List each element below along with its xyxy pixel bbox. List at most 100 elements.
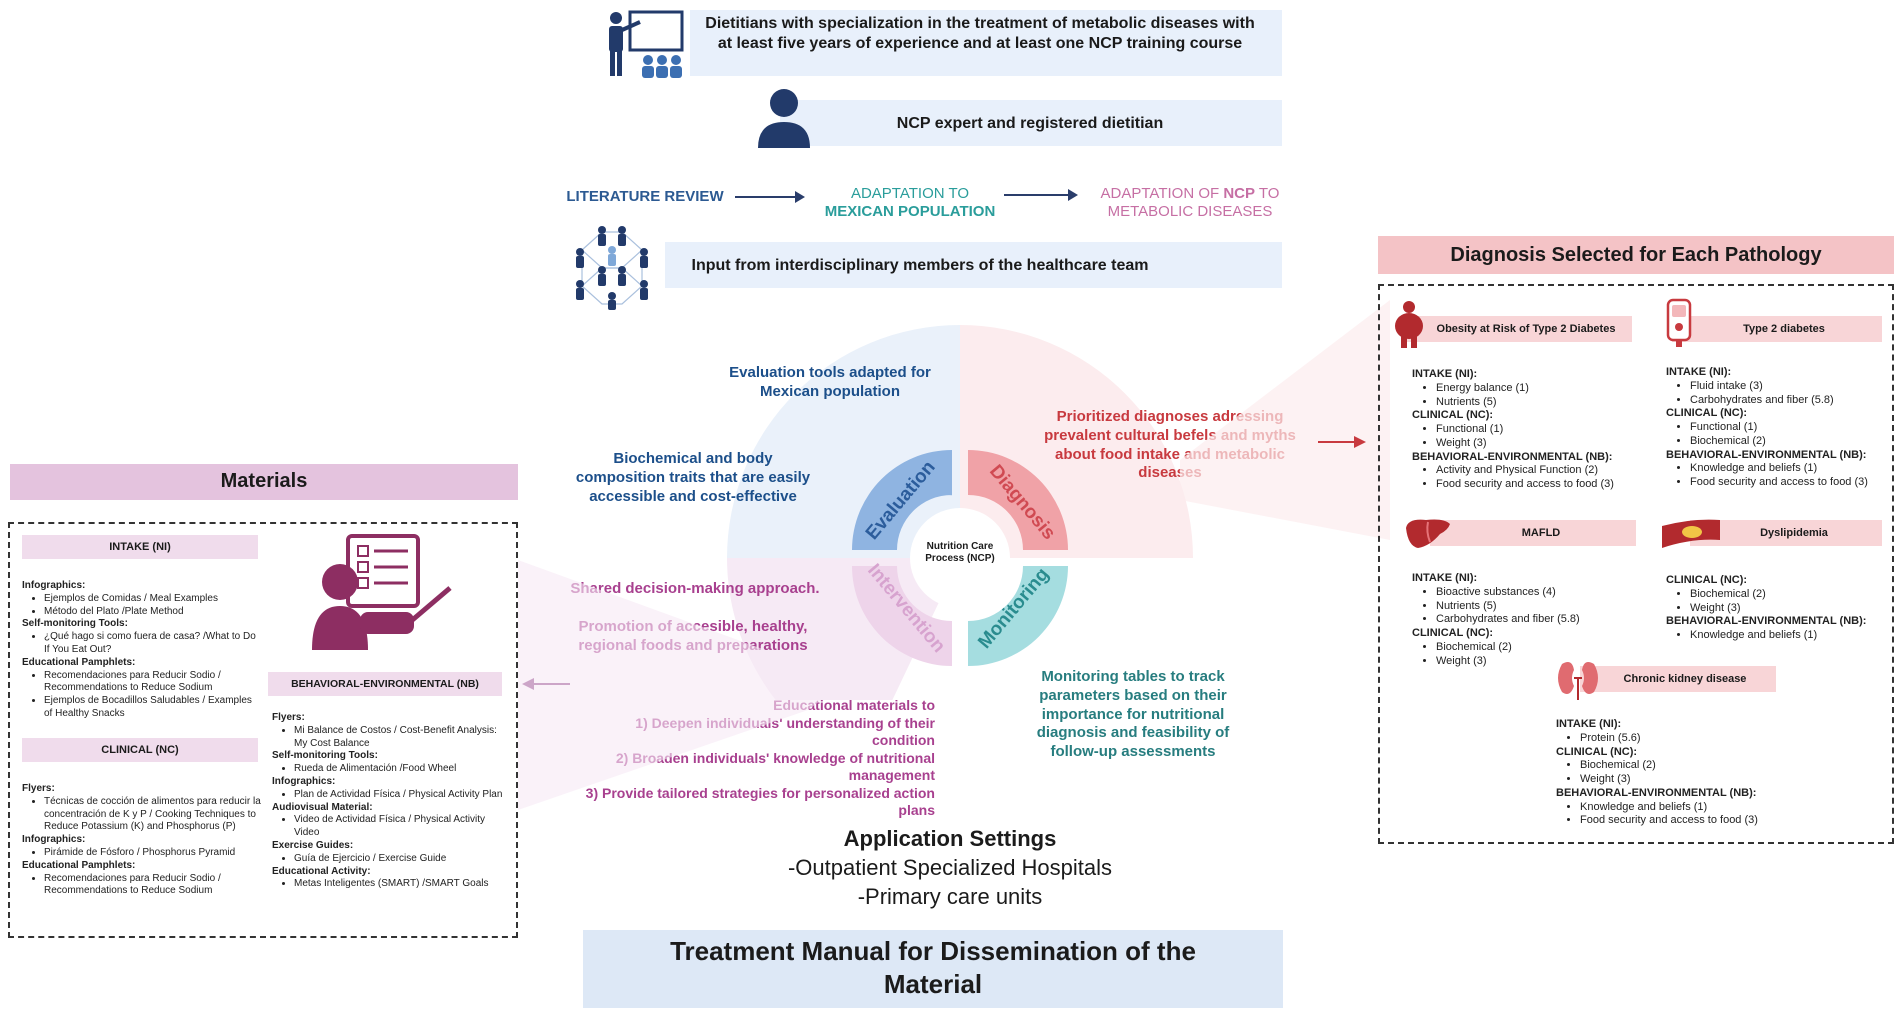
dx-obesity-content: INTAKE (NI): Energy balance (1)Nutrients…: [1412, 368, 1638, 492]
flow-arrow-2: [1004, 189, 1078, 201]
dx-t2d-behav-label: BEHAVIORAL-ENVIRONMENTAL (NB):: [1666, 448, 1867, 461]
mat-beh-selfmon-0: Rueda de Alimentación /Food Wheel: [294, 763, 504, 776]
dx-dysl-behav-0: Knowledge and beliefs (1): [1690, 629, 1888, 643]
dx-t2d-clin-label: CLINICAL (NC):: [1666, 407, 1748, 420]
manual-bar: [583, 930, 1283, 1008]
dx-mafld-intake-1: Nutrients (5): [1436, 600, 1642, 614]
team-network-icon: [576, 226, 648, 310]
note-edu-l4: 3) Provide tailored strategies for perso…: [585, 784, 935, 819]
kidney-icon: [1558, 662, 1598, 700]
input-bar: [665, 242, 1282, 288]
dx-mafld-intake-label: INTAKE (NI):: [1412, 572, 1478, 584]
flow-step2-b: MEXICAN POPULATION: [824, 203, 996, 220]
mat-intake-pamph-0: Recomendaciones para Reducir Sodio / Rec…: [44, 670, 262, 696]
dx-ckd-clin-1: Weight (3): [1580, 773, 1796, 787]
mat-beh-av-label: Audiovisual Material:: [272, 801, 373, 813]
flow-adaptation-mexican: ADAPTATION TO MEXICAN POPULATION: [800, 185, 1020, 221]
dx-t2d-intake-0: Fluid intake (3): [1690, 380, 1888, 394]
dx-dysl-clin-0: Biochemical (2): [1690, 588, 1888, 602]
dx-ckd-content: INTAKE (NI): Protein (5.6) CLINICAL (NC)…: [1556, 718, 1796, 828]
flow-literature-review: LITERATURE REVIEW: [566, 188, 724, 205]
flow-step3-line1: ADAPTATION OF NCP TO: [1085, 185, 1295, 203]
obese-person-icon: [1395, 301, 1423, 348]
dx-mafld-clin-label: CLINICAL (NC):: [1412, 627, 1494, 639]
dx-mafld-clin-0: Biochemical (2): [1436, 641, 1642, 655]
dx-ob-behav-label: BEHAVIORAL-ENVIRONMENTAL (NB):: [1412, 450, 1613, 463]
mat-intake-pamph-label: Educational Pamphlets:: [22, 656, 136, 668]
diagnosis-title: Diagnosis Selected for Each Pathology: [1450, 244, 1822, 266]
flow-arrow-1: [735, 191, 805, 203]
dx-ob-intake-1: Nutrients (5): [1436, 396, 1638, 410]
flow-adaptation-ncp: ADAPTATION OF NCP TO METABOLIC DISEASES: [1085, 185, 1295, 221]
wedge-to-diagnosis: [1180, 300, 1390, 540]
liver-icon: [1406, 519, 1450, 548]
mat-beh-inf-label: Infographics:: [272, 775, 336, 787]
dx-ob-intake-0: Energy balance (1): [1436, 382, 1638, 396]
dx-ob-clin-0: Functional (1): [1436, 423, 1638, 437]
dx-ckd-clin-0: Biochemical (2): [1580, 759, 1796, 773]
dx-t2d-pill: Type 2 diabetes: [1672, 316, 1882, 342]
wedge-to-materials: [518, 560, 848, 810]
application-settings: Application Settings -Outpatient Special…: [680, 826, 1220, 910]
mat-beh-flyer-0: Mi Balance de Costos / Cost-Benefit Anal…: [294, 725, 504, 751]
mat-intake-inf-label: Infographics:: [22, 580, 86, 591]
mat-beh-selfmon-label: Self-monitoring Tools:: [272, 750, 378, 762]
wheel-diagnosis: [968, 450, 1068, 550]
note-eval-biochemical: Biochemical and body composition traits …: [575, 450, 811, 505]
mat-beh-act-0: Metas Inteligentes (SMART) /SMART Goals: [294, 878, 504, 891]
dx-obesity-pill: Obesity at Risk of Type 2 Diabetes: [1406, 316, 1632, 342]
expert-text: NCP expert and registered dietitian: [896, 115, 1164, 132]
settings-line2: -Primary care units: [857, 884, 1043, 909]
dx-t2d-clin-1: Biochemical (2): [1690, 435, 1888, 449]
materials-box: [8, 522, 518, 938]
dx-ob-clin-1: Weight (3): [1436, 437, 1638, 451]
dx-ob-behav-0: Activity and Physical Function (2): [1436, 464, 1638, 478]
teacher-icon: [609, 10, 684, 78]
mat-intake-pamph-1: Ejemplos de Bocadillos Saludables / Exam…: [44, 695, 262, 721]
materials-intake-pill: INTAKE (NI): [22, 535, 258, 559]
flow-step3-b: TO: [1255, 185, 1280, 202]
mat-beh-ex-label: Exercise Guides:: [272, 839, 354, 851]
materials-clinical-pill: CLINICAL (NC): [22, 738, 258, 762]
dx-ckd-behav-0: Knowledge and beliefs (1): [1580, 801, 1796, 815]
person-icon: [758, 89, 810, 148]
mat-beh-act-label: Educational Activity:: [272, 865, 371, 877]
dx-ckd-behav-label: BEHAVIORAL-ENVIRONMENTAL (NB):: [1556, 786, 1757, 799]
flow-step2-a: ADAPTATION TO: [850, 185, 970, 202]
mat-intake-inf-0: Ejemplos de Comidas / Meal Examples: [44, 593, 262, 606]
ncp-wheel: Evaluation Diagnosis Intervention Monito…: [727, 325, 1193, 700]
materials-behavioral-content: Flyers: Mi Balance de Costos / Cost-Bene…: [272, 712, 504, 891]
mat-intake-inf-1: Método del Plato /Plate Method: [44, 606, 262, 619]
wheel-center: [910, 508, 1010, 608]
settings-line1: -Outpatient Specialized Hospitals: [787, 855, 1113, 880]
note-eval-tools: Evaluation tools adapted for Mexican pop…: [729, 364, 931, 400]
settings-title: Application Settings: [843, 826, 1057, 851]
materials-clinical-content: Flyers: Técnicas de cocción de alimentos…: [22, 783, 262, 898]
dietitians-bar: [690, 10, 1282, 76]
flow-step3-ncp: NCP: [1223, 185, 1255, 202]
dx-mafld-intake-0: Bioactive substances (4): [1436, 586, 1642, 600]
dx-ob-behav-1: Food security and access to food (3): [1436, 478, 1638, 492]
dx-dysl-behav-label: BEHAVIORAL-ENVIRONMENTAL (NB):: [1666, 615, 1867, 628]
dx-ckd-behav-1: Food security and access to food (3): [1580, 814, 1796, 828]
wheel-intervention: [852, 566, 952, 666]
materials-intake-content: Infographics: Ejemplos de Comidas / Meal…: [22, 580, 262, 721]
glucometer-icon: [1666, 298, 1692, 347]
dx-ob-clin-label: CLINICAL (NC):: [1412, 409, 1494, 422]
expert-bar: [780, 100, 1282, 146]
diagnosis-box: [1378, 284, 1894, 844]
manual-text: Treatment Manual for Dissemination of th…: [670, 936, 1196, 999]
dx-ob-intake-label: INTAKE (NI):: [1412, 368, 1478, 380]
dietitians-text: Dietitians with specialization in the tr…: [705, 15, 1255, 52]
mat-clin-inf-label: Infographics:: [22, 834, 86, 846]
mat-clin-flyer-0: Técnicas de cocción de alimentos para re…: [44, 796, 262, 834]
mat-intake-selfmon-label: Self-monitoring Tools:: [22, 618, 128, 630]
materials-title: Materials: [220, 470, 308, 492]
wheel-evaluation: [852, 450, 952, 550]
mat-beh-av-0: Video de Actividad Física / Physical Act…: [294, 814, 504, 840]
flow-step3-c: METABOLIC DISEASES: [1107, 203, 1273, 220]
artery-icon: [1662, 519, 1720, 548]
dx-dysl-clin-1: Weight (3): [1690, 602, 1888, 616]
dx-t2d-clin-0: Functional (1): [1690, 421, 1888, 435]
input-text: Input from interdisciplinary members of …: [691, 257, 1149, 274]
